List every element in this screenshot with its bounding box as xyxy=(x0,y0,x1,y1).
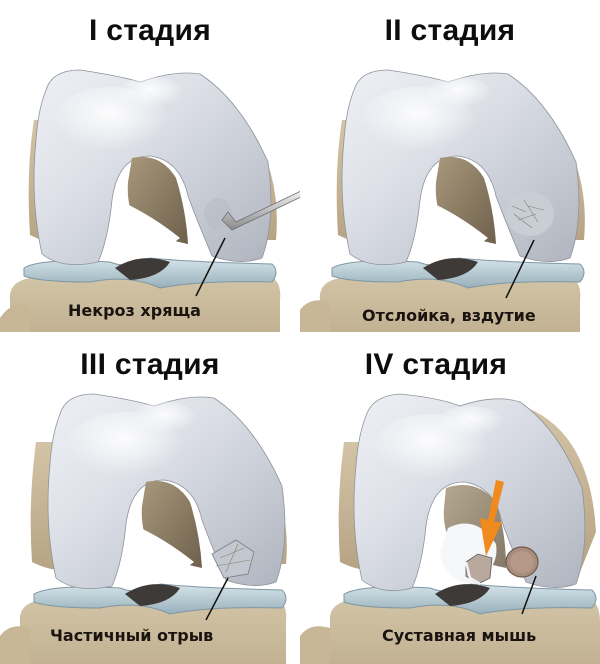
stage-title: III стадия xyxy=(80,348,220,381)
stage-2-panel: II стадия Отслойка, вздутие xyxy=(300,0,600,332)
stage-3-panel: III стадия Частичный отрыв xyxy=(0,332,300,664)
stage-caption: Некроз хряща xyxy=(68,301,201,320)
knee-illustration-stage-3 xyxy=(0,393,287,664)
stage-caption: Суставная мышь xyxy=(382,626,537,645)
stage-title: I стадия xyxy=(88,14,212,47)
stage-4-panel: IV стадия Суставная мышь xyxy=(300,332,600,664)
knee-illustration-stage-1 xyxy=(0,69,300,332)
knee-illustration-stage-2 xyxy=(300,69,585,332)
stage-caption: Отслойка, вздутие xyxy=(362,306,536,325)
stage-title: IV стадия xyxy=(364,348,508,381)
stage-caption: Частичный отрыв xyxy=(50,626,214,645)
knee-illustration-stage-4 xyxy=(300,393,600,664)
stage-1-panel: I стадия Некроз хряща xyxy=(0,0,300,332)
stage-title: II стадия xyxy=(384,14,516,47)
